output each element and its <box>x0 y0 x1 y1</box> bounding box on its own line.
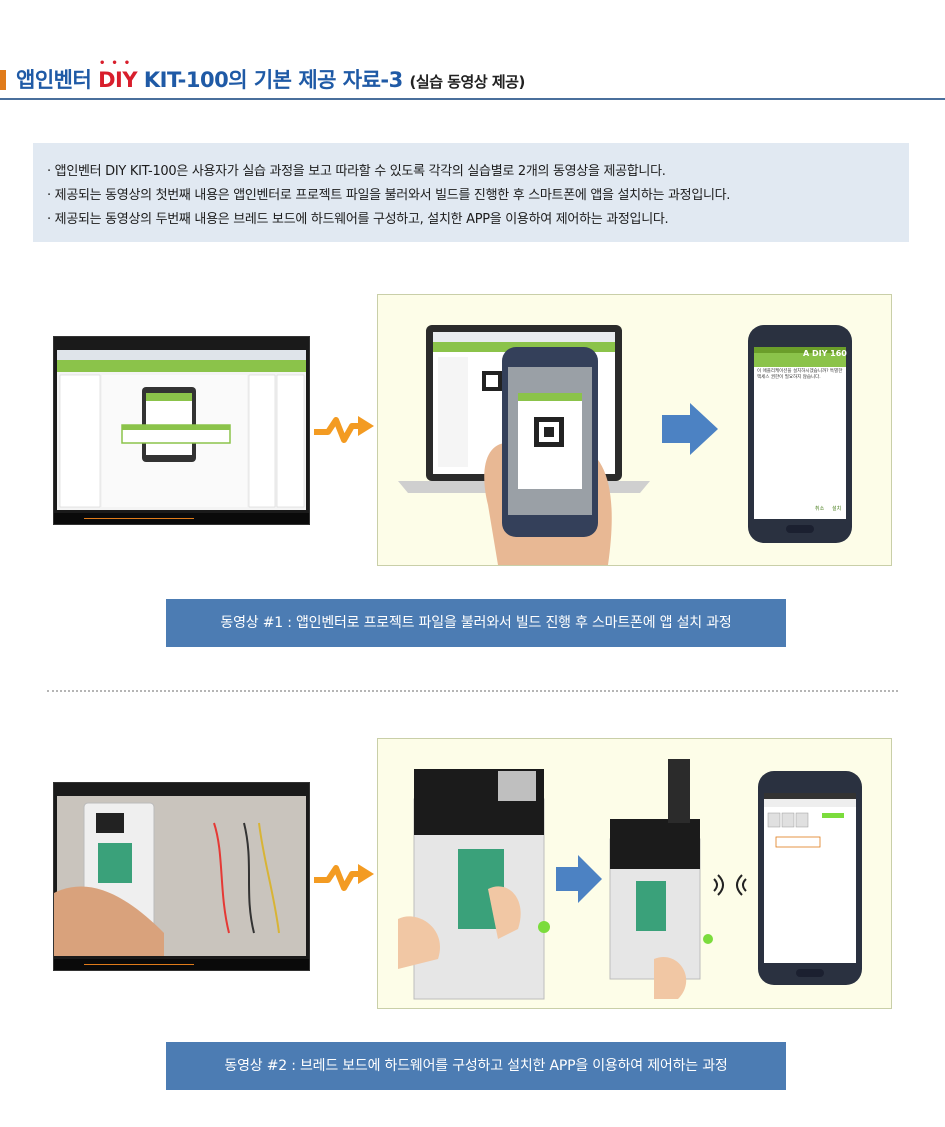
breadboard-video-image <box>54 783 309 970</box>
title-prefix: 앱인벤터 <box>16 68 99 92</box>
phone-install-button[interactable]: 설치 <box>832 506 842 512</box>
page-title: 앱인벤터 •••DIY KIT-100의 기본 제공 자료-3 (실습 동영상 … <box>16 58 526 94</box>
video1-screenshot <box>53 336 310 525</box>
title-diy: •••DIY <box>98 58 138 93</box>
breadboard-phone-illustration <box>398 759 862 1000</box>
squiggle-arrow-icon <box>312 412 376 450</box>
video1-illustration-frame: A DIY 160 이 애플리케이션을 설치하시겠습니까? 특별한 액세스 권한… <box>377 294 892 566</box>
info-box: · 앱인벤터 DIY KIT-100은 사용자가 실습 과정을 보고 따라할 수… <box>33 143 909 242</box>
section-divider <box>47 690 898 692</box>
info-line: · 제공되는 동영상의 두번째 내용은 브레드 보드에 하드웨어를 구성하고, … <box>47 212 669 227</box>
video2-screenshot <box>53 782 310 971</box>
info-line: · 앱인벤터 DIY KIT-100은 사용자가 실습 과정을 보고 따라할 수… <box>47 164 666 179</box>
header-accent-bar <box>0 70 6 90</box>
video2-caption: 동영상 #2 : 브레드 보드에 하드웨어를 구성하고 설치한 APP을 이용하… <box>166 1042 786 1090</box>
squiggle-arrow-icon <box>312 860 376 898</box>
phone-cancel-button[interactable]: 취소 <box>815 506 825 512</box>
title-suffix: KIT-100의 기본 제공 자료-3 <box>137 68 410 92</box>
phone-app-title: A DIY 160 <box>803 349 847 358</box>
video2-illustration-frame <box>377 738 892 1009</box>
page-header: 앱인벤터 •••DIY KIT-100의 기본 제공 자료-3 (실습 동영상 … <box>0 52 945 100</box>
phone-install-message: 이 애플리케이션을 설치하시겠습니까? 특별한 액세스 권한이 필요하지 않습니… <box>757 369 843 380</box>
video1-caption: 동영상 #1 : 앱인벤터로 프로젝트 파일을 불러와서 빌드 진행 후 스마트… <box>166 599 786 647</box>
app-inventor-screenshot-image <box>54 337 309 524</box>
info-line: · 제공되는 동영상의 첫번째 내용은 앱인벤터로 프로젝트 파일을 불러와서 … <box>47 188 731 203</box>
diy-dots-decoration: ••• <box>98 58 137 69</box>
laptop-phone-illustration <box>398 325 852 565</box>
title-sub: (실습 동영상 제공) <box>409 73 526 91</box>
